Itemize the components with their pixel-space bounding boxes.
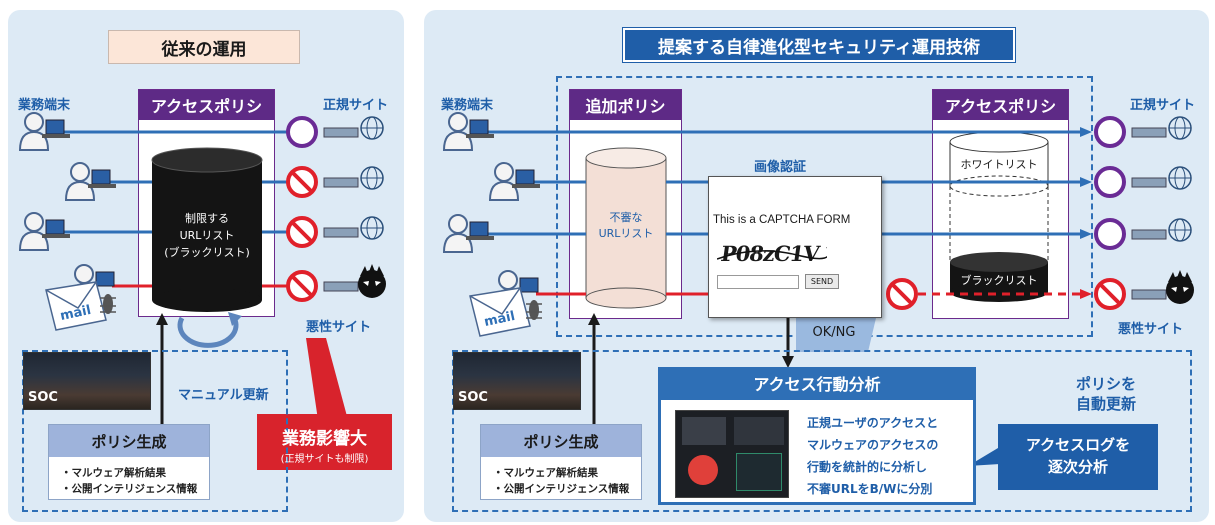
analysis-line: 正規ユーザのアクセスと bbox=[807, 416, 939, 430]
manual-update-arrow-icon bbox=[177, 312, 242, 348]
cylinder-line: (ブラックリスト) bbox=[164, 246, 250, 259]
analysis-screenshot bbox=[675, 410, 789, 498]
soc-image: SOC bbox=[23, 352, 151, 410]
conventional-title: 従来の運用 bbox=[108, 30, 300, 64]
analysis-line: マルウェアのアクセスの bbox=[807, 438, 939, 452]
policy-source-item: ・マルウェア解析結果 bbox=[61, 467, 166, 479]
malware-bug-icon bbox=[526, 300, 542, 320]
captcha-strike bbox=[717, 247, 827, 260]
allowed-circle-icon bbox=[1094, 218, 1126, 250]
blacklist-label: ブラックリスト bbox=[960, 274, 1038, 287]
allowed-circle-icon bbox=[1094, 116, 1126, 148]
legit-server-icon bbox=[323, 116, 384, 140]
blacklist-cylinder bbox=[950, 252, 1048, 302]
impact-title: 業務影響大 bbox=[282, 429, 367, 449]
policy-source-item: ・公開インテリジェンス情報 bbox=[61, 483, 198, 495]
analysis-description: 正規ユーザのアクセスと マルウェアのアクセスの 行動を統計的に分析し 不審URL… bbox=[807, 412, 967, 500]
ok-ng-callout bbox=[796, 318, 876, 352]
impact-callout-pointer bbox=[306, 338, 348, 420]
legit-server-icon bbox=[1131, 116, 1192, 140]
policy-generation-box: ポリシ生成 ・マルウェア解析結果 ・公開インテリジェンス情報 bbox=[48, 424, 210, 500]
log-analysis-line: 逐次分析 bbox=[1047, 458, 1108, 476]
malicious-server-icon bbox=[323, 264, 386, 298]
cylinder-line: 不審な bbox=[609, 211, 643, 224]
policy-generation-title: ポリシ生成 bbox=[481, 425, 641, 457]
legit-site-label: 正規サイト bbox=[323, 98, 389, 113]
soc-label: SOC bbox=[458, 390, 488, 405]
whitelist-label: ホワイトリスト bbox=[960, 158, 1038, 171]
analysis-line: 行動を統計的に分析し bbox=[807, 460, 928, 474]
malicious-site-label: 悪性サイト bbox=[306, 320, 372, 335]
soc-area bbox=[22, 350, 288, 512]
legit-server-icon bbox=[323, 216, 384, 240]
captcha-send-button[interactable]: SEND bbox=[805, 274, 839, 289]
soc-image: SOC bbox=[453, 352, 581, 410]
flow-lines bbox=[484, 127, 1092, 299]
blocked-icon bbox=[286, 166, 318, 198]
blocked-icon bbox=[286, 216, 318, 248]
blocked-icon bbox=[886, 278, 918, 310]
log-analysis-line: アクセスログを bbox=[1025, 436, 1131, 454]
terminal-icon bbox=[18, 212, 70, 251]
mail-icon bbox=[45, 281, 107, 331]
legit-site-label: 正規サイト bbox=[1130, 98, 1196, 113]
captcha-text: This is a CAPTCHA FORM bbox=[713, 214, 851, 226]
policy-generation-box: ポリシ生成 ・マルウェア解析結果 ・公開インテリジェンス情報 bbox=[480, 424, 642, 500]
terminal-icon bbox=[442, 214, 494, 253]
terminal-icon bbox=[18, 112, 70, 151]
policy-source-item: ・マルウェア解析結果 bbox=[493, 467, 598, 479]
behavior-analysis-title: アクセス行動分析 bbox=[661, 370, 973, 400]
auto-update-line: 自動更新 bbox=[1075, 395, 1136, 413]
auto-update-line: ポリシを bbox=[1075, 375, 1136, 393]
log-analysis-callout: アクセスログを 逐次分析 bbox=[998, 424, 1158, 490]
added-policy-header: 追加ポリシ bbox=[570, 90, 681, 120]
blacklist-cylinder bbox=[151, 147, 263, 312]
legit-server-icon bbox=[1131, 166, 1192, 190]
terminal-label: 業務端末 bbox=[441, 98, 494, 113]
auto-update-label: ポリシを 自動更新 bbox=[1046, 374, 1166, 414]
terminal-icon bbox=[488, 162, 540, 201]
behavior-analysis-box: アクセス行動分析 正規ユーザのアクセスと マルウェアのアクセスの 行動を統計的に… bbox=[658, 367, 976, 505]
flow-lines bbox=[62, 127, 297, 288]
legit-server-icon bbox=[1131, 218, 1192, 242]
impact-callout bbox=[257, 414, 392, 470]
access-policy-header: アクセスポリシ bbox=[933, 90, 1068, 120]
access-policy-header: アクセスポリシ bbox=[139, 90, 274, 120]
policy-generation-title: ポリシ生成 bbox=[49, 425, 209, 457]
soc-label: SOC bbox=[28, 390, 58, 405]
conventional-flow-diagram bbox=[18, 112, 392, 470]
captcha-input[interactable] bbox=[717, 275, 799, 289]
captcha-form: This is a CAPTCHA FORM P08zC1V SEND bbox=[708, 176, 882, 318]
cylinder-line: 制限する bbox=[185, 212, 229, 225]
malware-bug-icon bbox=[100, 294, 116, 314]
log-analysis-pointer bbox=[968, 448, 1000, 466]
whitelist-cylinder bbox=[949, 131, 1049, 260]
terminal-label: 業務端末 bbox=[18, 98, 71, 113]
allowed-circle-icon bbox=[286, 116, 318, 148]
analysis-line: 不審URLをB/Wに分別 bbox=[807, 482, 933, 496]
blocked-icon bbox=[1094, 278, 1126, 310]
manual-update-label: マニュアル更新 bbox=[178, 388, 269, 403]
image-auth-label: 画像認証 bbox=[754, 160, 807, 175]
malicious-server-icon bbox=[1131, 270, 1194, 304]
analysis-area bbox=[452, 350, 1192, 512]
terminal-icon bbox=[64, 162, 116, 201]
suspicious-url-cylinder bbox=[585, 147, 667, 309]
log-analysis-text: アクセスログを 逐次分析 bbox=[998, 434, 1158, 478]
malicious-site-label: 悪性サイト bbox=[1118, 322, 1184, 337]
cylinder-line: URLリスト bbox=[179, 229, 235, 242]
ok-ng-label: OK/NG bbox=[812, 325, 856, 340]
suspicious-url-label: 不審な URLリスト bbox=[586, 210, 666, 242]
impact-subtitle: (正規サイトも制限) bbox=[280, 454, 369, 465]
blocked-icon bbox=[286, 270, 318, 302]
terminal-icon bbox=[442, 112, 494, 151]
blacklist-cylinder-label: 制限する URLリスト (ブラックリスト) bbox=[152, 210, 262, 261]
allowed-circle-icon bbox=[1094, 166, 1126, 198]
legit-server-icon bbox=[323, 166, 384, 190]
mail-icon bbox=[469, 287, 531, 337]
cylinder-line: URLリスト bbox=[598, 227, 654, 240]
proposed-title: 提案する自律進化型セキュリティ運用技術 bbox=[622, 27, 1016, 63]
policy-source-item: ・公開インテリジェンス情報 bbox=[493, 483, 630, 495]
